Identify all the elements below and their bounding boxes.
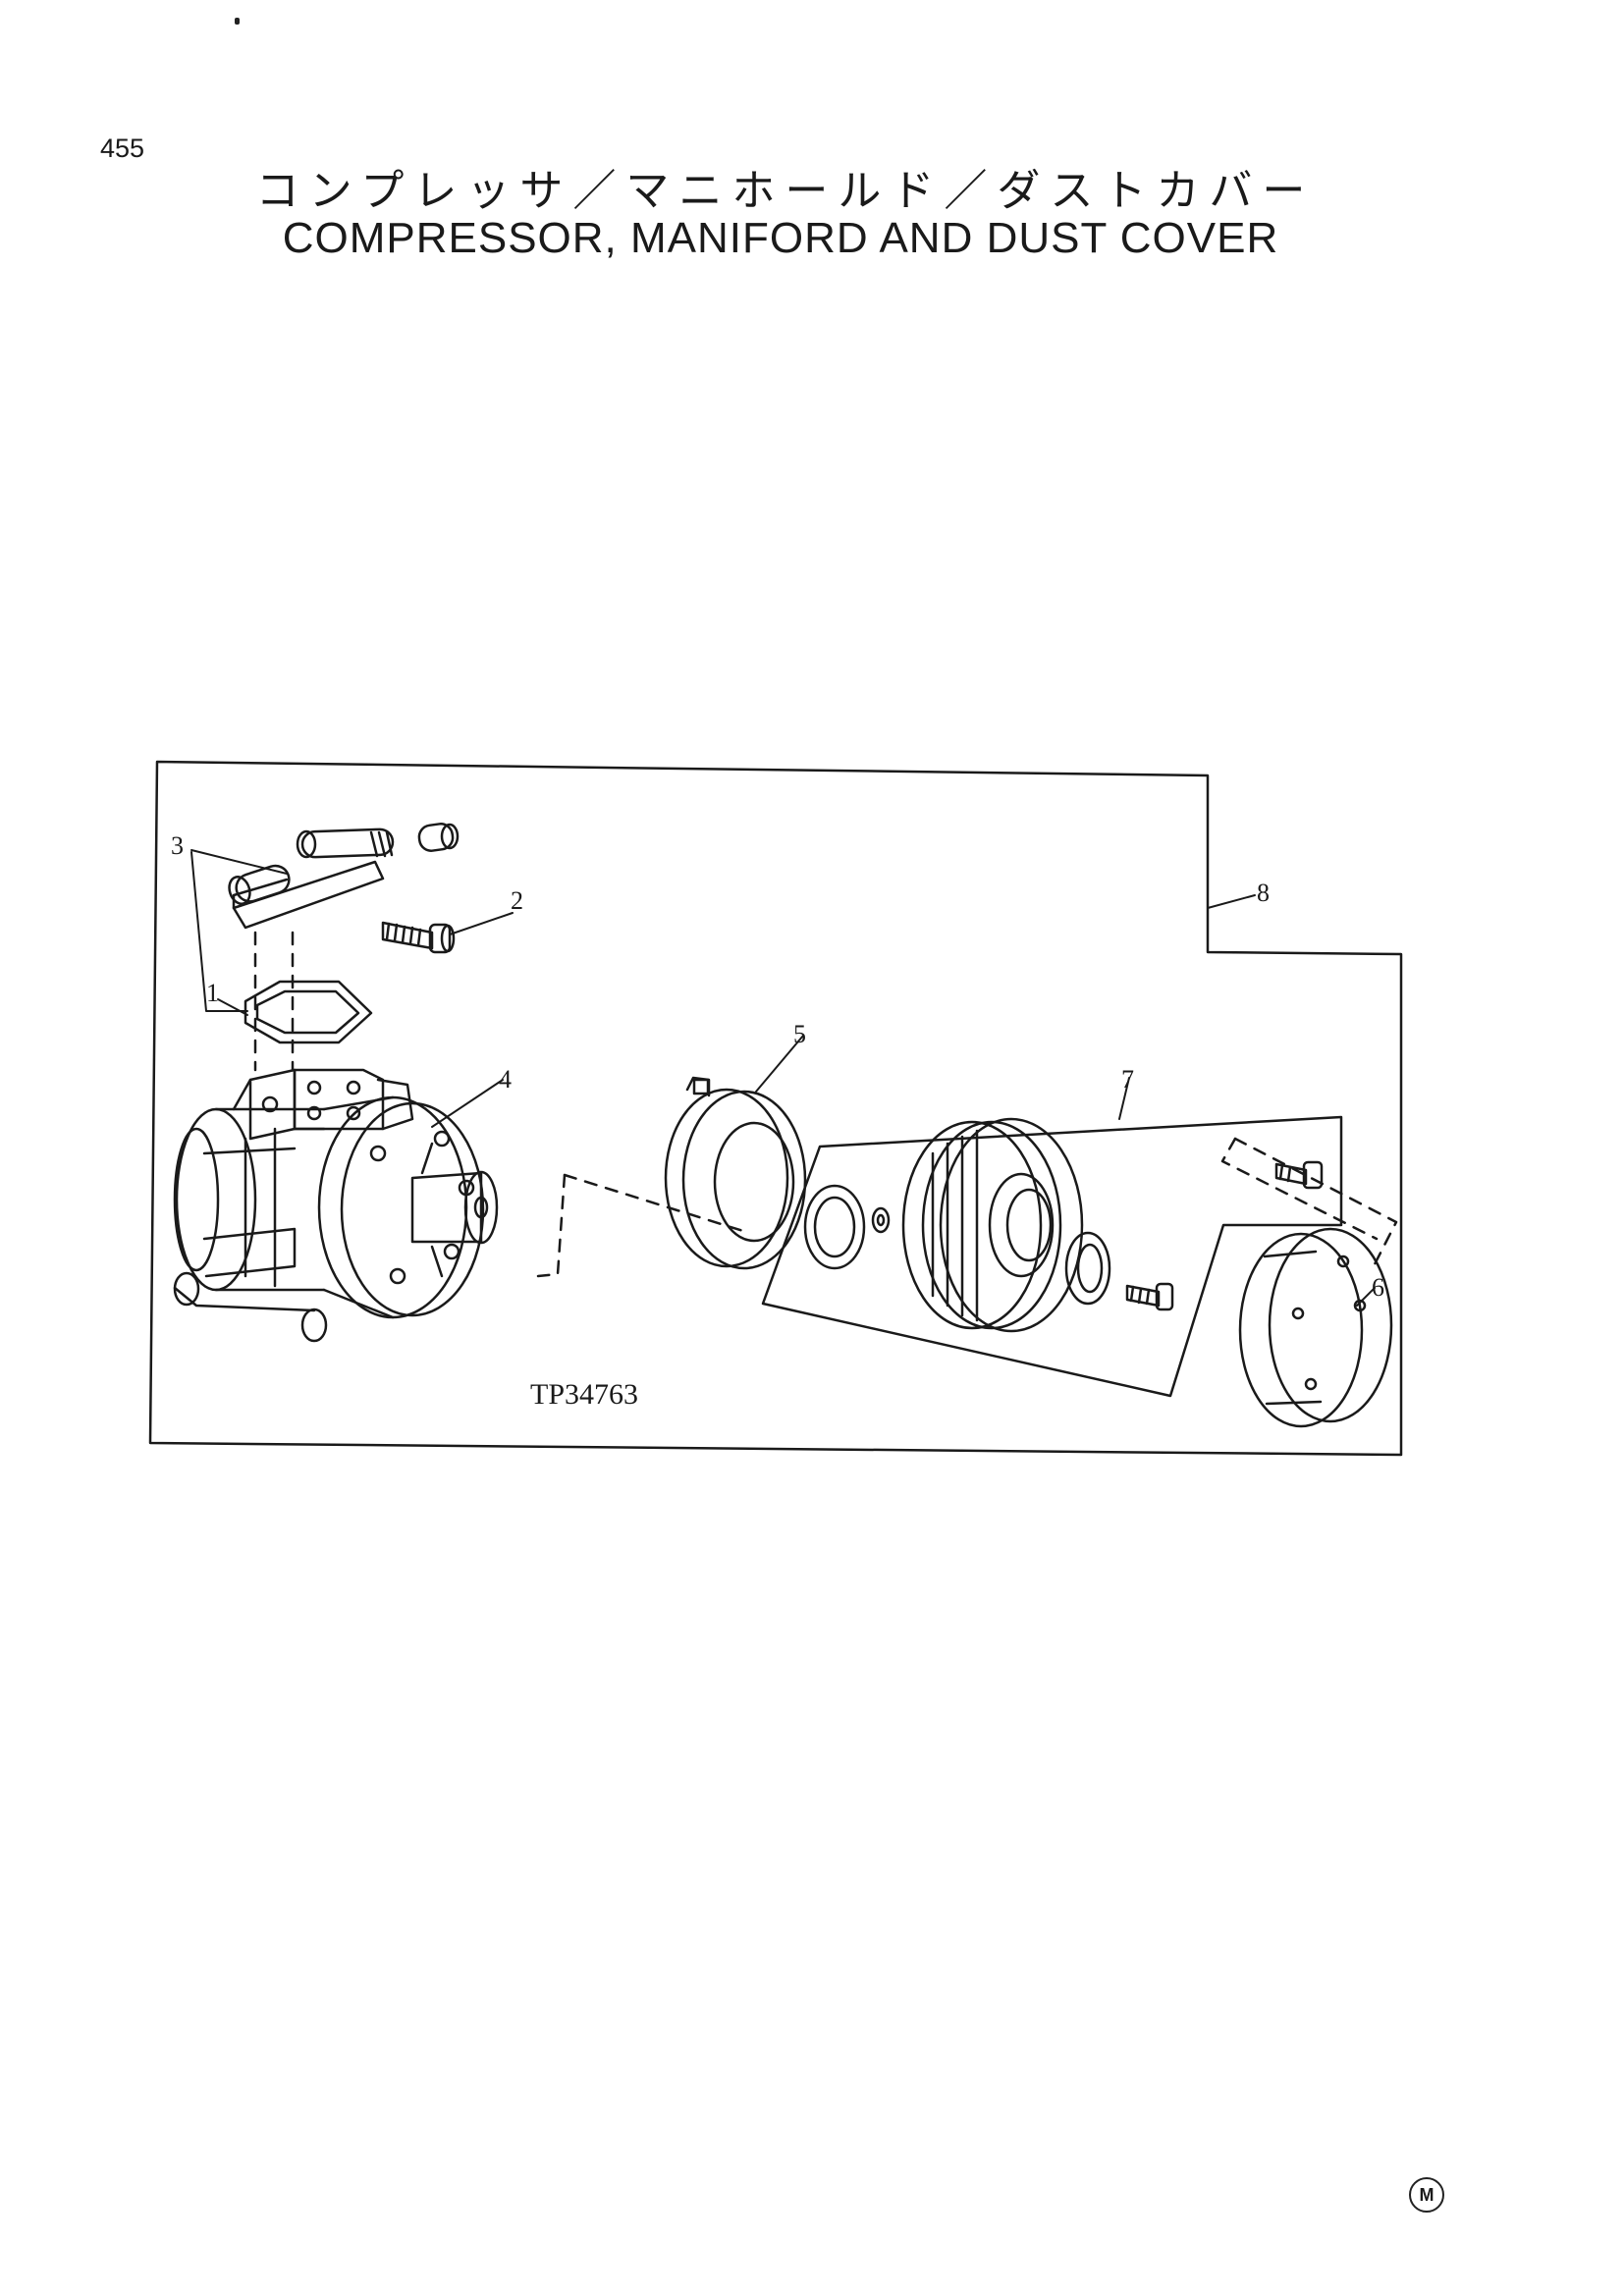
gasket-part	[244, 980, 373, 1044]
snap-ring-part	[803, 1184, 866, 1270]
clutch-group-outline	[761, 1115, 1343, 1398]
dashed-guide-lines	[253, 931, 1398, 1278]
callout-1: 1	[206, 979, 219, 1007]
callout-4: 4	[499, 1065, 512, 1094]
callout-8: 8	[1257, 879, 1270, 907]
page-title-english: COMPRESSOR, MANIFORD AND DUST COVER	[282, 214, 1279, 262]
compressor-body-part	[173, 1068, 499, 1343]
diagram-frame	[148, 760, 1403, 1457]
page-number: 455	[100, 133, 145, 163]
callout-7: 7	[1121, 1065, 1134, 1094]
fitting-assembly-part	[228, 823, 460, 930]
callout-2: 2	[511, 886, 523, 915]
washer-part	[871, 1206, 891, 1234]
callout-leader-lines	[190, 849, 1376, 1307]
clutch-bolt-part	[1125, 1282, 1174, 1311]
dust-cover-part	[1238, 1227, 1393, 1428]
armature-ring-part	[1064, 1231, 1111, 1306]
page-title-japanese: コンプレッサ／マニホールド／ダストカバー	[255, 166, 1316, 216]
corner-mark: M	[1409, 2177, 1444, 2213]
scan-speck	[235, 18, 240, 25]
callout-6: 6	[1372, 1273, 1384, 1302]
callout-5: 5	[793, 1020, 806, 1048]
drawing-reference-number: TP34763	[530, 1378, 638, 1411]
pulley-part	[901, 1117, 1084, 1333]
cover-bolt-part	[1274, 1160, 1324, 1190]
callout-3: 3	[171, 831, 184, 860]
bolt-part	[381, 921, 456, 954]
field-coil-part	[664, 1076, 807, 1270]
